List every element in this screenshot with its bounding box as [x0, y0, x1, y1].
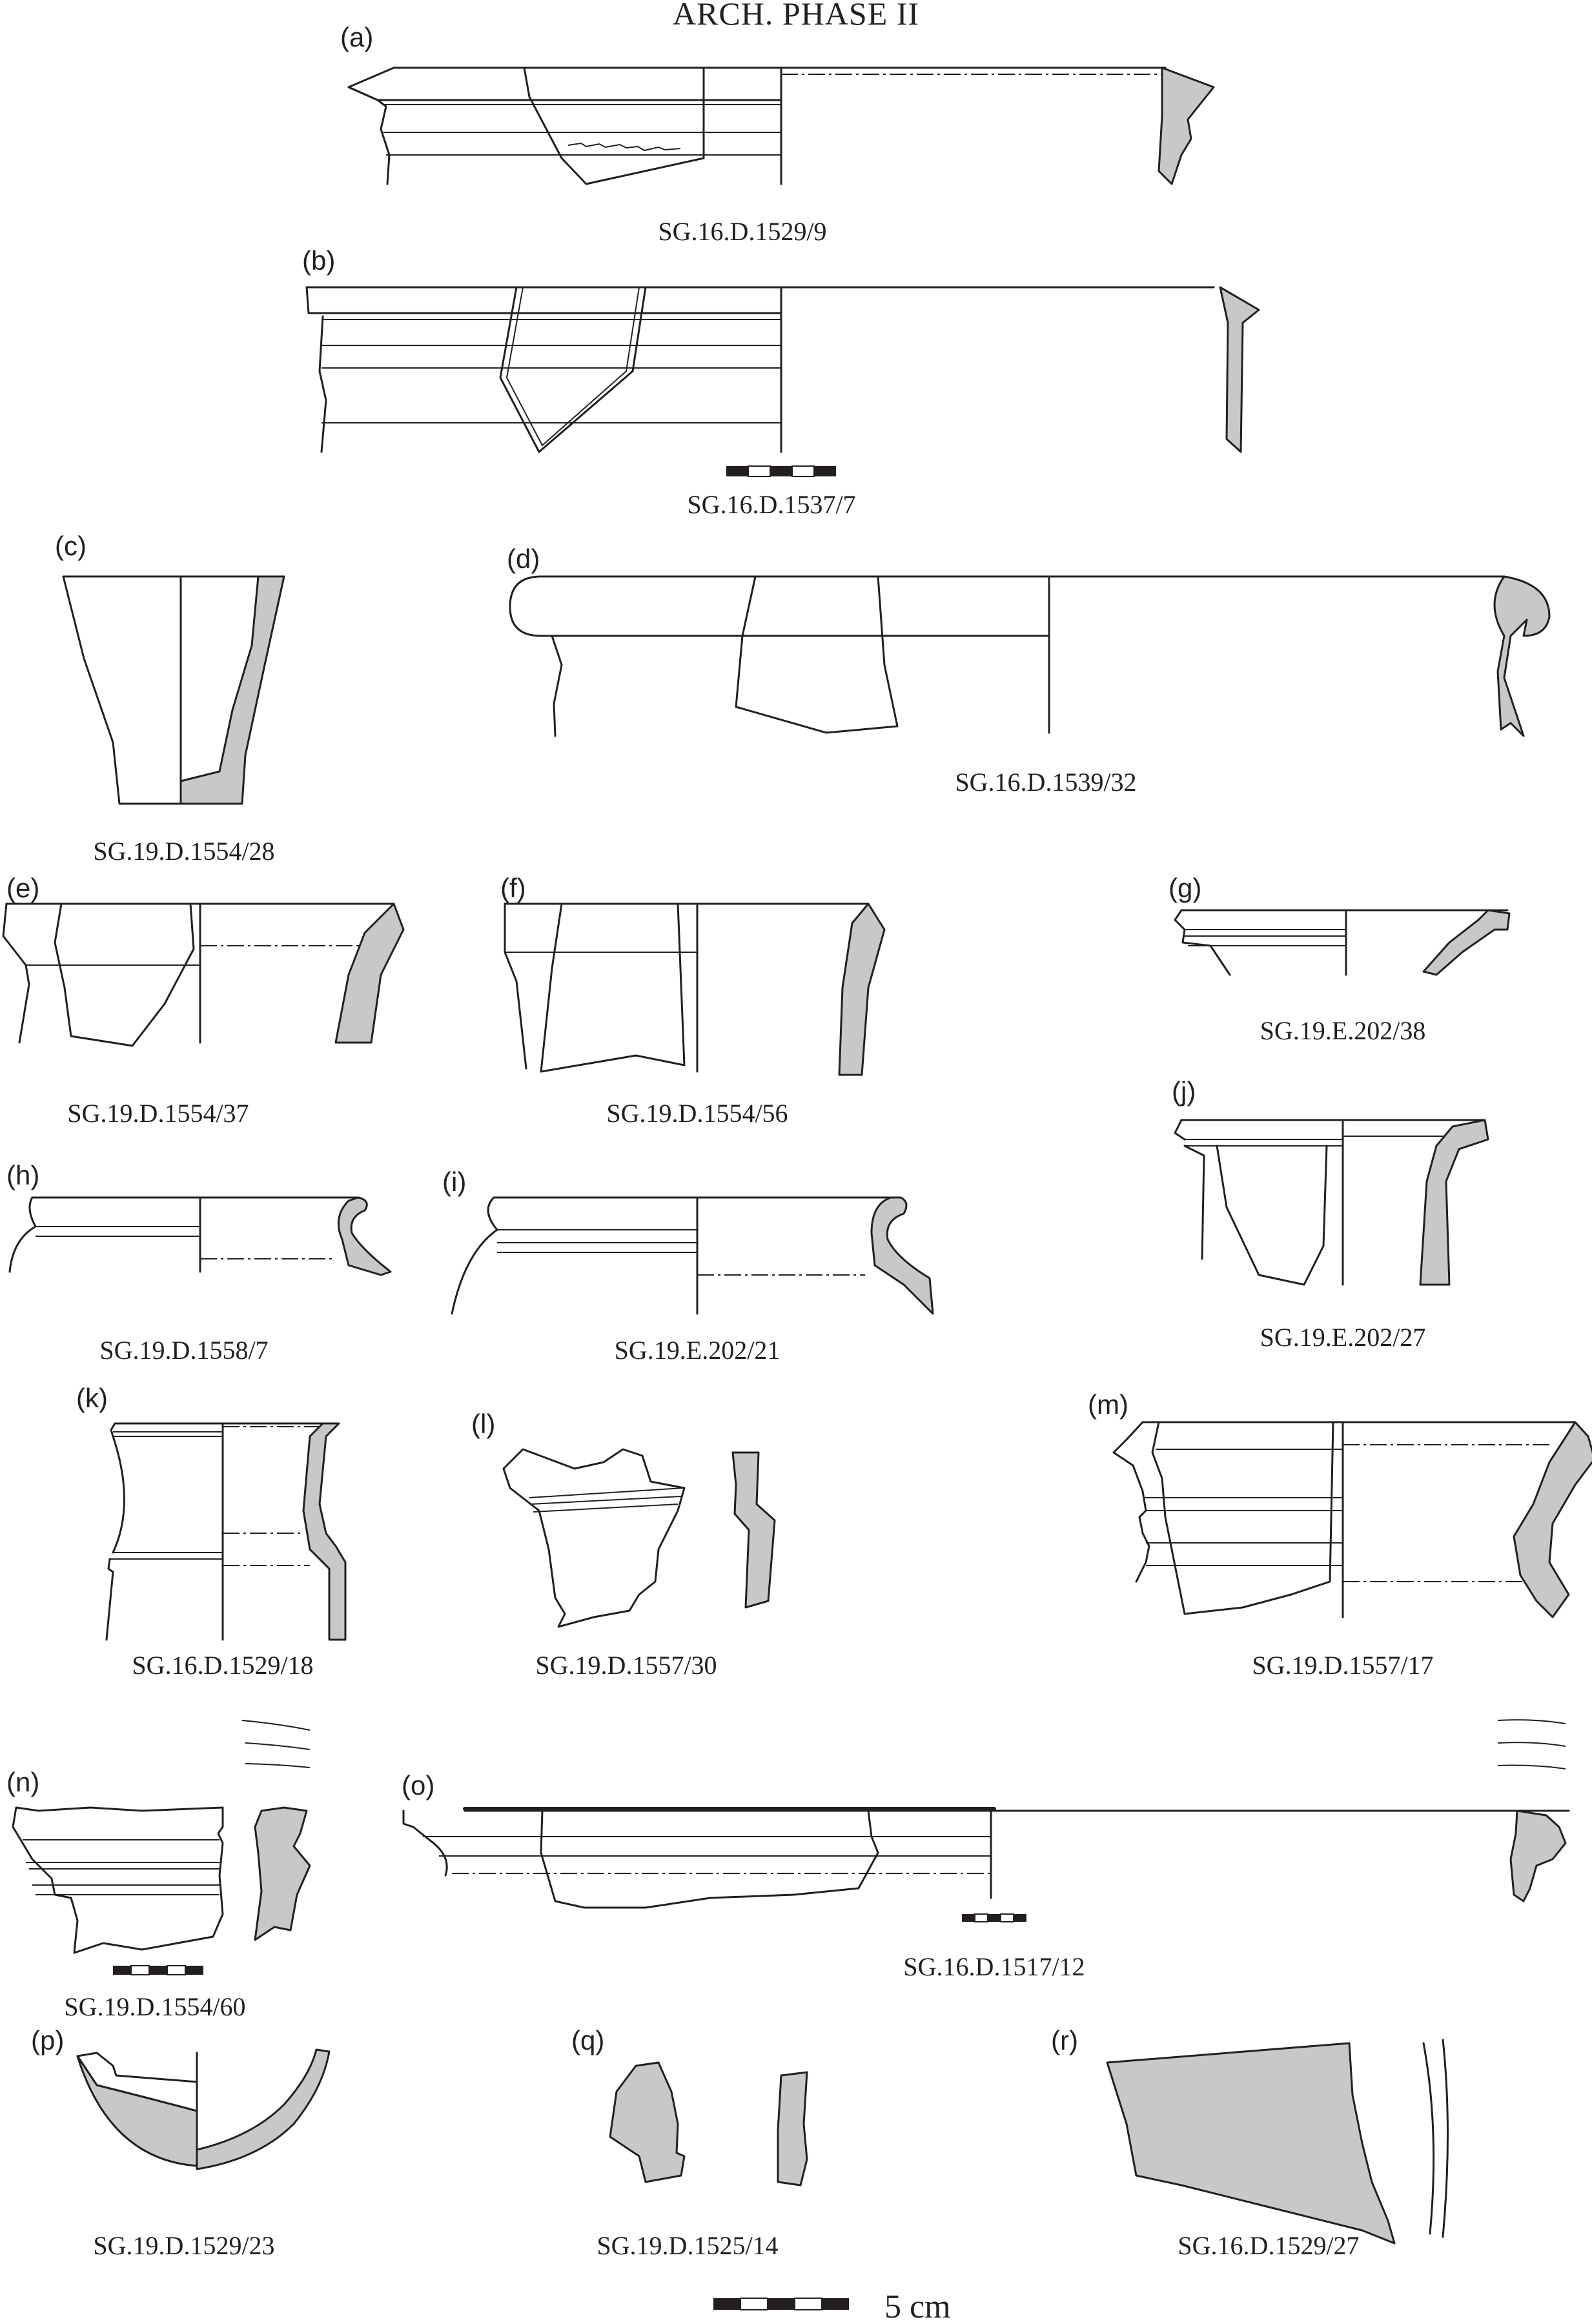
profile-section — [1422, 909, 1511, 976]
vessel-outline — [347, 66, 395, 185]
drawing-code: SG.19.D.1554/37 — [67, 1099, 249, 1128]
profile-section — [1509, 1809, 1567, 1902]
drawing-r: (r) SG.16.D.1529/27 — [1051, 2025, 1449, 2260]
drawing-c: (c) SG.19.D.1554/28 — [55, 531, 285, 866]
drawing-code: SG.19.D.1529/23 — [93, 2231, 274, 2260]
drawing-letter: (j) — [1172, 1076, 1196, 1106]
drawing-g: (g) SG.19.E.202/38 — [1168, 873, 1511, 1045]
drawing-letter: (d) — [507, 544, 540, 574]
profile-section — [870, 1196, 934, 1315]
profile-section — [1158, 66, 1215, 185]
scale-bar-small — [113, 1965, 203, 1975]
drawing-code: SG.16.D.1539/32 — [955, 768, 1136, 797]
drawing-code: SG.16.D.1529/18 — [132, 1651, 313, 1680]
drawing-code: SG.16.D.1537/7 — [687, 490, 855, 519]
drawing-code: SG.19.D.1558/7 — [99, 1336, 268, 1365]
drawing-letter: (e) — [6, 873, 39, 903]
drawing-code: SG.19.D.1554/56 — [606, 1099, 788, 1128]
drawing-n: (n) SG.19.D.1554/60 — [6, 1720, 311, 2021]
drawing-code: SG.19.E.202/38 — [1260, 1016, 1426, 1045]
profile-section — [76, 2055, 198, 2167]
sherd-face — [1106, 2042, 1396, 2245]
drawing-code: SG.16.D.1529/9 — [658, 217, 826, 246]
profile-section — [1219, 286, 1260, 453]
drawing-code: SG.19.D.1557/17 — [1252, 1651, 1433, 1680]
drawing-letter: (q) — [571, 2025, 604, 2055]
drawing-letter: (c) — [55, 531, 87, 561]
sherd-face — [609, 2061, 686, 2183]
drawing-h: (h) SG.19.D.1558/7 — [6, 1160, 392, 1365]
drawing-f: (f) SG.19.D.1554/56 — [500, 873, 886, 1128]
drawing-letter: (o) — [402, 1770, 434, 1800]
plate-title: ARCH. PHASE II — [673, 0, 919, 32]
profile-section-right — [196, 2048, 331, 2170]
drawing-letter: (l) — [471, 1409, 495, 1439]
drawing-code: SG.19.D.1554/28 — [93, 837, 274, 866]
drawing-code: SG.19.D.1557/30 — [535, 1651, 717, 1680]
sherd-outline — [502, 1448, 686, 1628]
drawing-letter: (i) — [442, 1167, 466, 1197]
drawing-letter: (h) — [6, 1160, 39, 1190]
drawing-e: (e) SG.19.D.1554/37 — [2, 873, 405, 1128]
rim-lines — [1497, 1719, 1566, 1769]
profile-section — [838, 902, 886, 1076]
drawing-i: (i) SG.19.E.202/21 — [442, 1167, 934, 1365]
drawing-l: (l) SG.19.D.1557/30 — [471, 1409, 776, 1680]
drawing-code: SG.19.D.1554/60 — [64, 1992, 245, 2021]
sherd-outline — [12, 1806, 224, 1954]
rim-lines — [241, 1720, 311, 1768]
sherd-outline — [1216, 1145, 1328, 1286]
profile-section — [1422, 2039, 1449, 2238]
scale-bar-label: 5 cm — [884, 2288, 951, 2324]
drawing-letter: (a) — [340, 22, 373, 52]
profile-section — [731, 1451, 776, 1609]
drawing-letter: (k) — [76, 1383, 108, 1413]
drawing-letter: (b) — [302, 245, 335, 276]
drawing-letter: (p) — [31, 2025, 64, 2055]
drawing-code: SG.19.D.1525/14 — [597, 2231, 778, 2260]
drawing-d: (d) SG.16.D.1539/32 — [507, 544, 1551, 797]
sherd-outline — [540, 1809, 879, 1909]
drawing-b: (b) SG.16.D.1537/7 — [302, 245, 1260, 519]
drawing-letter: (g) — [1168, 873, 1201, 903]
profile-section — [179, 575, 285, 805]
drawing-letter: (n) — [6, 1767, 39, 1797]
profile-section — [777, 2071, 808, 2186]
drawing-code: SG.19.E.202/27 — [1260, 1323, 1426, 1352]
scale-bar-small — [962, 1913, 1026, 1922]
profile-section — [1493, 575, 1551, 737]
drawing-m: (m) SG.19.D.1557/17 — [1088, 1389, 1592, 1680]
drawing-letter: (f) — [500, 873, 526, 903]
drawing-code: SG.16.D.1529/27 — [1178, 2231, 1359, 2260]
scale-bar: 5 cm — [713, 2288, 951, 2324]
scale-bar-small — [726, 465, 836, 477]
drawing-letter: (m) — [1088, 1389, 1128, 1420]
profile-section — [254, 1806, 311, 1941]
drawing-o: (o) SG.16.D.1517/12 — [402, 1719, 1570, 1981]
drawing-code: SG.16.D.1517/12 — [903, 1952, 1085, 1981]
profile-section — [302, 1422, 347, 1641]
sherd-outline — [1151, 1421, 1334, 1615]
sherd-outline — [735, 575, 899, 734]
profile-section — [337, 1196, 392, 1276]
drawing-letter: (r) — [1051, 2025, 1078, 2055]
sherd-outline — [499, 286, 647, 453]
sherd-outline — [54, 902, 195, 1047]
profile-section — [334, 902, 405, 1044]
sherd-outline — [523, 66, 705, 185]
drawing-a: (a) SG.16.D.1529/9 — [340, 22, 1215, 246]
drawing-code: SG.19.E.202/21 — [615, 1336, 781, 1365]
drawing-q: (q) SG.19.D.1525/14 — [571, 2025, 808, 2260]
drawing-p: (p) SG.19.D.1529/23 — [31, 2025, 331, 2260]
drawing-k: (k) SG.16.D.1529/18 — [76, 1383, 347, 1680]
profile-section — [1419, 1119, 1489, 1286]
sherd-outline — [540, 902, 686, 1073]
drawing-j: (j) SG.19.E.202/27 — [1172, 1076, 1489, 1352]
profile-section — [1513, 1421, 1592, 1618]
